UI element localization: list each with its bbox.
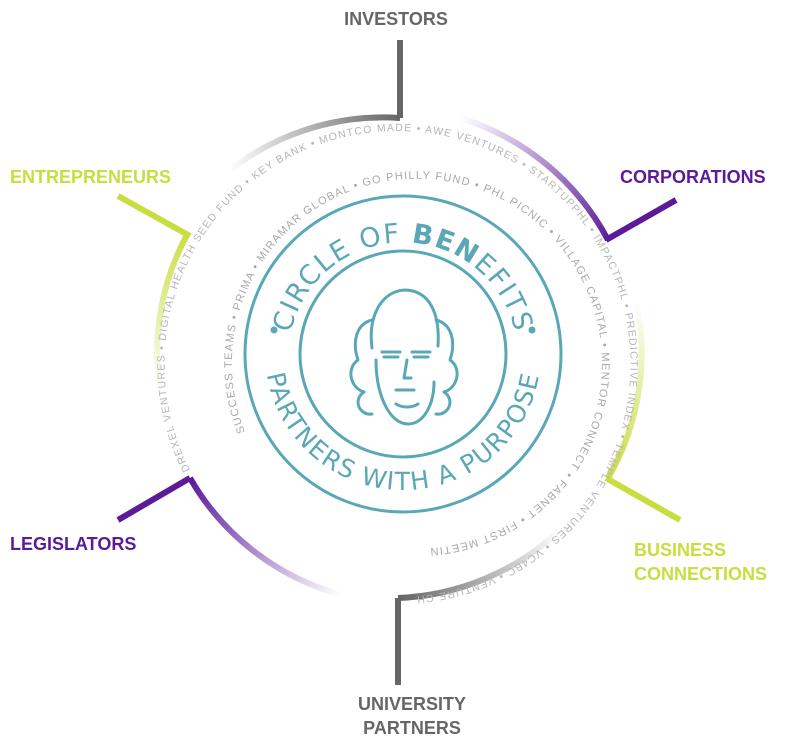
- label-corporations: CORPORATIONS: [620, 167, 766, 187]
- label-university-partners-line2: PARTNERS: [363, 718, 461, 738]
- label-entrepreneurs: ENTREPRENEURS: [10, 167, 171, 187]
- emblem: CIRCLE OF BENEFITS PARTNERS WITH A PURPO…: [243, 194, 563, 514]
- label-university-partners-line1: UNIVERSITY: [358, 694, 466, 714]
- label-business-connections-line2: CONNECTIONS: [634, 564, 767, 584]
- emblem-title-prefix: CIRCLE OF: [267, 218, 412, 335]
- legislators-connector: [116, 475, 343, 598]
- label-investors: INVESTORS: [344, 9, 448, 29]
- investors-connector: [228, 40, 403, 173]
- business-connections-connector: [604, 299, 682, 523]
- ben-franklin-portrait-icon: [349, 288, 459, 426]
- emblem-inner-ring: [298, 249, 508, 459]
- label-business-connections-line1: BUSINESS: [634, 540, 726, 560]
- emblem-dot-left: [270, 326, 278, 334]
- entrepreneurs-connector: [116, 193, 192, 393]
- partner-ring-outer-text: DREXEL VENTURES • DIGITAL HEALTH SEED FU…: [0, 0, 638, 605]
- emblem-title-suffix: EFITS: [468, 247, 539, 335]
- emblem-title-emphasis: BEN: [410, 218, 485, 271]
- corporations-connector: [459, 115, 678, 243]
- label-legislators: LEGISLATORS: [10, 534, 136, 554]
- university-partners-connector: [395, 527, 563, 685]
- emblem-dot-right: [528, 326, 536, 334]
- partner-ring-outer: DREXEL VENTURES • DIGITAL HEALTH SEED FU…: [0, 0, 638, 605]
- emblem-outer-ring: [243, 194, 563, 514]
